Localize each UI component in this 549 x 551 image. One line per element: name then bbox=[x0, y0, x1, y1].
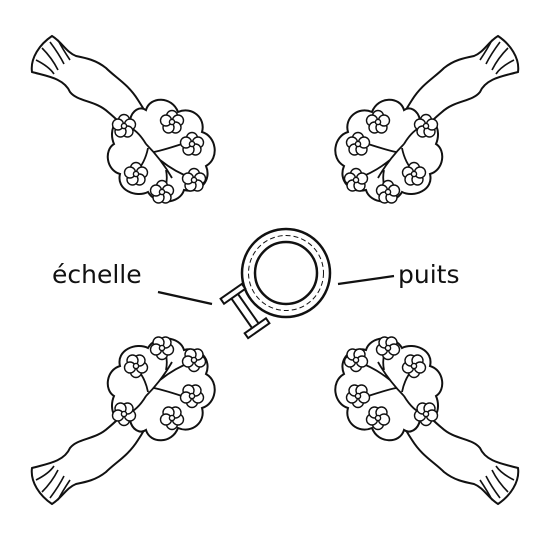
well bbox=[242, 229, 330, 317]
ladder-leader-line bbox=[158, 292, 212, 304]
tree-bottom-left bbox=[32, 337, 215, 504]
ladder-label: échelle bbox=[52, 262, 142, 287]
well-leader-line bbox=[338, 276, 394, 284]
well-label: puits bbox=[398, 262, 460, 287]
tree-top-left bbox=[32, 36, 215, 203]
tree-top-right bbox=[335, 36, 518, 203]
tree-bottom-right bbox=[335, 337, 518, 504]
